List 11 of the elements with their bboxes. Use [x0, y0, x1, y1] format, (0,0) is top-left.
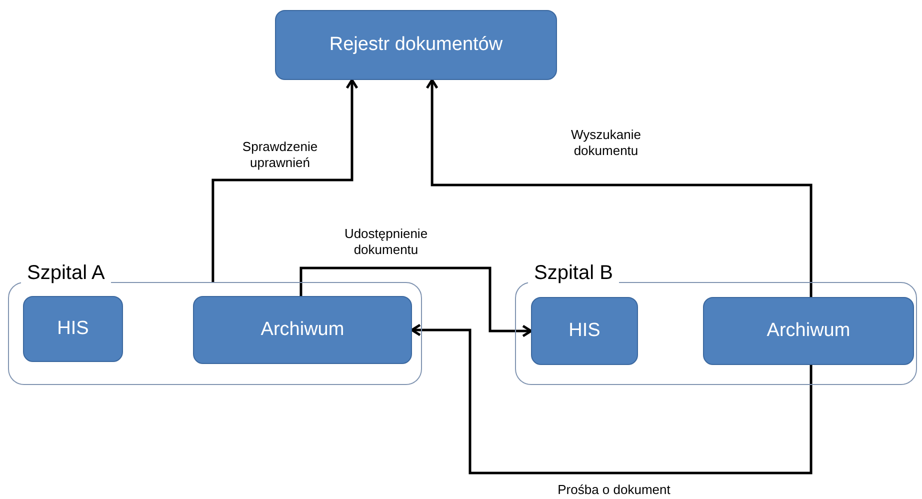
group-heading: Szpital B — [528, 262, 619, 285]
process-box: Archiwum — [193, 296, 412, 364]
process-box: Archiwum — [703, 297, 914, 365]
process-box: HIS — [531, 297, 638, 365]
process-box: HIS — [23, 296, 123, 362]
connector-arrow — [410, 324, 812, 474]
connector-arrow — [300, 266, 532, 338]
process-box: Rejestr dokumentów — [275, 10, 557, 80]
connector-arrow — [212, 78, 358, 282]
group-heading: Szpital A — [21, 262, 111, 285]
connector-arrow — [426, 78, 812, 297]
